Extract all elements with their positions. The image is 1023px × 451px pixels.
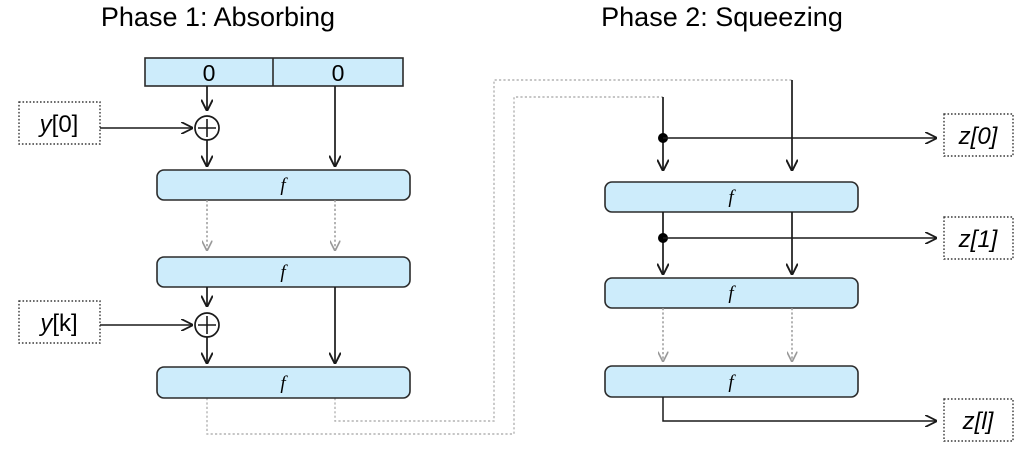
phase2-function-block-2: f — [604, 277, 859, 309]
phase2-f2-label: f — [728, 283, 736, 304]
output-box-z1: z[1] — [943, 216, 1014, 260]
input-var-yk: y — [38, 310, 54, 337]
output-index-z0: [0] — [970, 123, 999, 150]
phase1-function-block-3: f — [156, 366, 411, 399]
feedback-loop-inner — [334, 79, 792, 422]
feedback-loop-outer — [206, 96, 663, 435]
phase2-function-block-1: f — [604, 181, 859, 213]
phase1-function-block-2: f — [156, 256, 411, 288]
input-box-yk: y[k] — [18, 300, 101, 344]
xor-node-1 — [194, 115, 220, 141]
wire-p2f3-to-zl — [662, 397, 936, 421]
input-label-yk: y[k] — [38, 310, 77, 337]
output-label-z0: z[0] — [958, 123, 999, 150]
phase2-f3-label: f — [728, 372, 736, 393]
input-index-yk: [k] — [52, 310, 77, 337]
phase2-function-block-3: f — [604, 365, 859, 398]
output-label-z1: z[1] — [958, 226, 999, 253]
input-index-y0: [0] — [52, 111, 79, 138]
output-box-z0: z[0] — [943, 113, 1014, 157]
input-box-y0: y[0] — [18, 101, 101, 145]
phase1-f2-label: f — [280, 262, 288, 283]
phase1-function-block-1: f — [156, 169, 411, 201]
output-var-z0: z — [958, 123, 971, 150]
state-cell-rate-label: 0 — [203, 60, 216, 86]
output-box-zl: z[l] — [943, 398, 1014, 442]
phase1-f1-label: f — [280, 175, 288, 196]
output-label-zl: z[l] — [962, 408, 995, 435]
output-index-zl: [l] — [974, 408, 995, 435]
phase-1-title: Phase 1: Absorbing — [101, 2, 335, 32]
output-var-z1: z — [958, 226, 971, 253]
input-label-y0: y[0] — [38, 111, 79, 138]
phase1-f3-label: f — [280, 373, 288, 394]
phase-2-title: Phase 2: Squeezing — [601, 2, 843, 32]
output-var-zl: z — [962, 408, 975, 435]
state-cell-capacity-label: 0 — [332, 60, 345, 86]
xor-node-2 — [194, 312, 220, 338]
phase2-f1-label: f — [728, 187, 736, 208]
output-index-z1: [1] — [970, 226, 999, 253]
initial-state-bar: 0 0 — [144, 57, 404, 87]
input-var-y0: y — [38, 111, 54, 138]
